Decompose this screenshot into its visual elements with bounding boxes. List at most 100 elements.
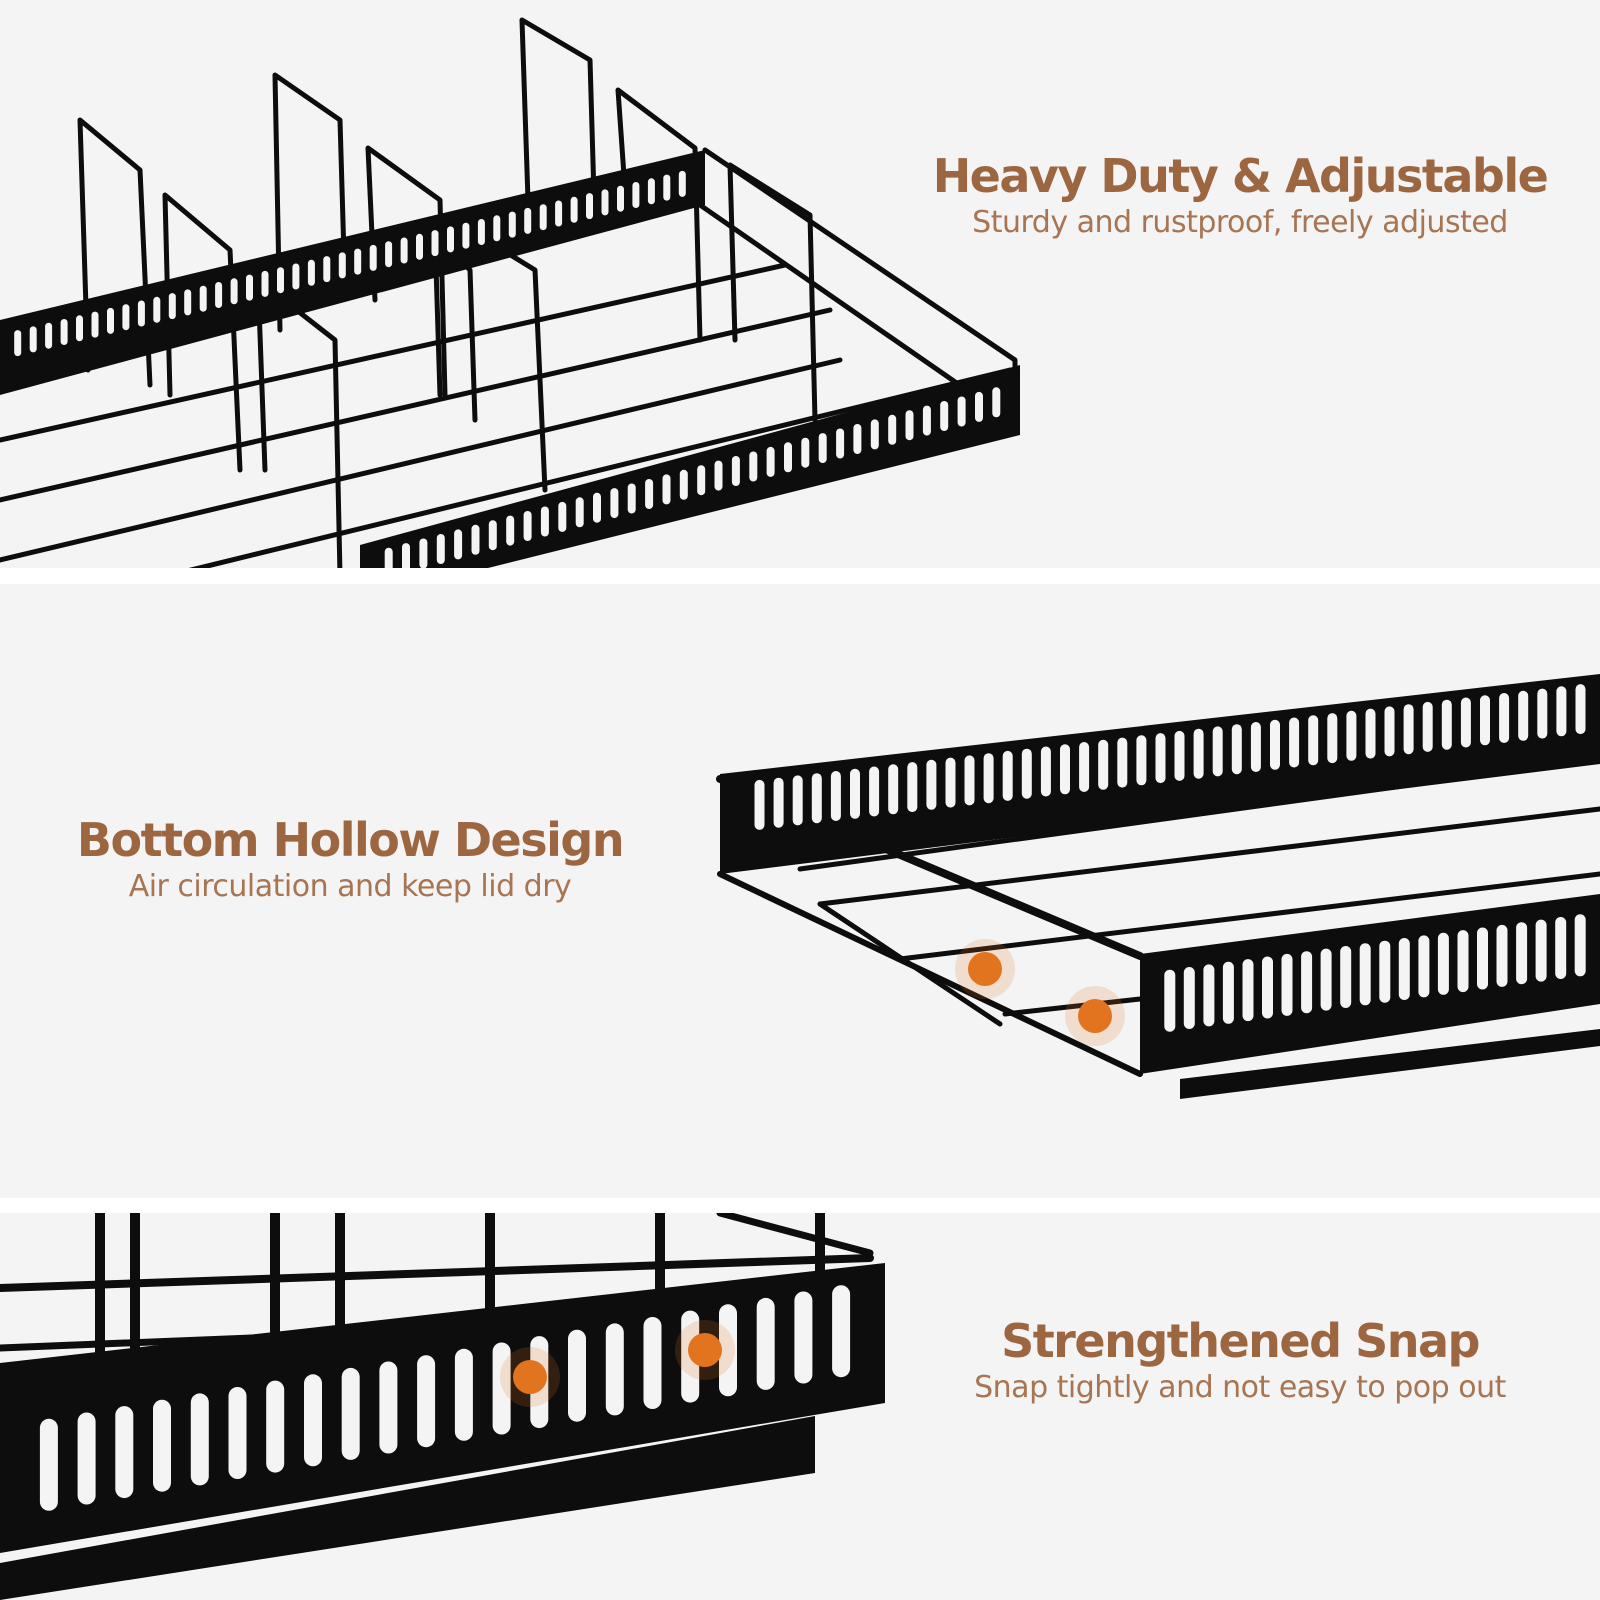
- rack-slot: [524, 207, 532, 234]
- rack-slot: [462, 222, 470, 249]
- rack-slot: [1212, 726, 1223, 777]
- rack-slot: [153, 1399, 171, 1492]
- rack-slot: [1574, 914, 1586, 977]
- rack-slot: [540, 506, 549, 537]
- rack-slot: [719, 1304, 737, 1397]
- rack-slot: [830, 771, 841, 821]
- rack-slot: [190, 1393, 209, 1486]
- rack-slot: [1136, 735, 1147, 786]
- rack-slot: [338, 252, 346, 279]
- rack-slot: [714, 460, 723, 491]
- rack-slot: [307, 259, 315, 286]
- rack-slot: [1183, 967, 1195, 1029]
- rack-slot: [922, 405, 931, 436]
- rack-slot: [643, 1317, 662, 1409]
- rack-slot: [1365, 708, 1376, 759]
- rack-slot: [122, 304, 130, 331]
- highlight-markers: [500, 1320, 735, 1407]
- rack-slot: [627, 483, 636, 514]
- rack-slot: [570, 196, 578, 223]
- rack-slot: [593, 492, 601, 523]
- rack-slot: [277, 267, 284, 294]
- rack-slot: [77, 1412, 96, 1505]
- rack-slot: [1460, 697, 1471, 748]
- rack-slot: [1457, 930, 1469, 993]
- rack-slot: [1516, 922, 1528, 985]
- rack-slot: [1403, 704, 1414, 755]
- rack-slot: [1002, 750, 1013, 801]
- rack-slot: [261, 270, 269, 297]
- rack-slot: [957, 396, 966, 427]
- rack-slot: [1398, 938, 1410, 1000]
- rack-slot: [888, 764, 899, 815]
- rack-slot: [568, 1329, 586, 1422]
- rack-slot: [266, 1380, 285, 1473]
- rack-slot: [1418, 935, 1430, 998]
- rack-slot: [454, 1348, 473, 1441]
- rack-slot: [228, 1387, 247, 1479]
- rack-slot: [647, 178, 655, 205]
- rack-slot: [766, 446, 775, 477]
- rack-slot: [558, 501, 567, 532]
- rack-slot: [1174, 730, 1185, 781]
- rack-slot: [662, 474, 671, 505]
- feature-caption-1: Heavy Duty & Adjustable Sturdy and rustp…: [930, 148, 1550, 242]
- rack-slot: [137, 300, 145, 327]
- rack-slot: [39, 1418, 58, 1511]
- rack-slot: [508, 211, 516, 238]
- rack-slot: [1040, 746, 1051, 797]
- rack-slot: [506, 515, 515, 546]
- rack-slot: [215, 282, 223, 308]
- rack-slot: [678, 170, 686, 197]
- rack-slot: [471, 524, 480, 555]
- rack-slot: [419, 538, 428, 568]
- rack-slot: [354, 248, 362, 275]
- rack-slot: [1242, 959, 1254, 1022]
- rack-slot: [610, 488, 619, 519]
- rack-slot: [1556, 686, 1567, 737]
- rack-slot: [850, 768, 860, 819]
- rack-slot: [493, 215, 501, 242]
- feature-panel-adjustable: Heavy Duty & Adjustable Sturdy and rustp…: [0, 0, 1600, 568]
- rack-slot: [749, 451, 758, 482]
- rack-slot: [1340, 946, 1352, 1008]
- rack-slot: [1231, 724, 1242, 775]
- rack-slot: [1270, 719, 1280, 770]
- rack-slot: [431, 230, 439, 257]
- rack-slot: [1441, 699, 1452, 750]
- feature-caption-3: Strengthened Snap Snap tightly and not e…: [930, 1313, 1550, 1407]
- rack-slot: [1535, 919, 1547, 982]
- rack-slot: [1327, 713, 1338, 764]
- feature-caption-2: Bottom Hollow Design Air circulation and…: [70, 812, 630, 906]
- rack-slot: [964, 755, 975, 806]
- rack-slot: [792, 775, 803, 826]
- rack-slot: [1477, 927, 1488, 990]
- rack-slot: [447, 226, 454, 253]
- rack-slot: [184, 289, 192, 316]
- rack-slot: [1437, 932, 1449, 995]
- rack-slot: [477, 219, 485, 245]
- rack-slot: [246, 274, 253, 301]
- rack-slot: [754, 779, 765, 830]
- rack-slot: [773, 777, 784, 828]
- rack-slot: [575, 497, 584, 528]
- rack-slot: [1518, 690, 1529, 741]
- rack-slot: [400, 237, 408, 264]
- rack-slot: [402, 543, 410, 568]
- rack-slot: [1079, 742, 1090, 792]
- rack-slot: [756, 1297, 775, 1390]
- rack-slot: [832, 1285, 851, 1378]
- rack-slot: [539, 204, 547, 231]
- rack-slot: [818, 433, 827, 464]
- rack-slot: [975, 391, 983, 422]
- rack-slot: [1320, 948, 1332, 1011]
- rack-slot: [586, 193, 593, 220]
- rack-slot: [341, 1367, 360, 1460]
- rack-slot: [1301, 951, 1313, 1014]
- feature-title: Bottom Hollow Design: [76, 813, 625, 867]
- rack-slot: [292, 263, 300, 290]
- rack-slot: [1289, 717, 1300, 768]
- rack-slot: [523, 511, 532, 541]
- rack-slot: [836, 428, 845, 459]
